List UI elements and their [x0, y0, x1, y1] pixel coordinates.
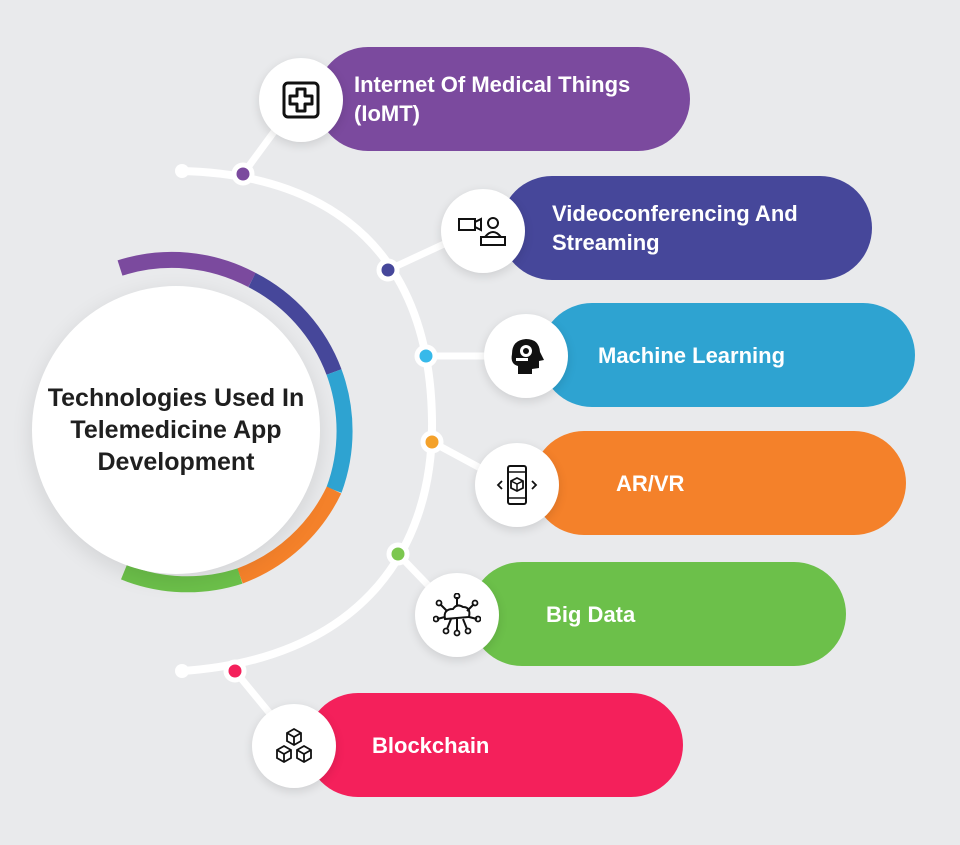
- tech-item-blockchain: Blockchain: [306, 693, 683, 797]
- ai-head-icon: [484, 314, 568, 398]
- tech-item-machine-learning: Machine Learning: [540, 303, 915, 407]
- hub-circle: Technologies Used In Telemedicine App De…: [32, 286, 320, 574]
- video-call-icon: [441, 189, 525, 273]
- tech-item-label: Internet Of Medical Things (IoMT): [354, 72, 631, 126]
- blocks-icon: [252, 704, 336, 788]
- tech-item-label: AR/VR: [616, 470, 685, 496]
- tech-item-label: Videoconferencing And Streaming: [552, 201, 798, 255]
- tech-item-big-data: Big Data: [470, 562, 846, 666]
- tech-item-label: Machine Learning: [598, 342, 786, 368]
- data-network-icon: [415, 573, 499, 657]
- ar-phone-icon: [475, 443, 559, 527]
- hub-title: Technologies Used In Telemedicine App De…: [47, 384, 305, 476]
- tech-item-videoconferencing: Videoconferencing And Streaming: [500, 176, 872, 280]
- medical-cross-icon: [259, 58, 343, 142]
- tech-item-ar-vr: AR/VR: [532, 431, 906, 535]
- tech-item-label: Blockchain: [372, 732, 490, 758]
- tech-item-label: Big Data: [546, 601, 636, 627]
- tech-item-iomt: Internet Of Medical Things (IoMT): [316, 47, 690, 151]
